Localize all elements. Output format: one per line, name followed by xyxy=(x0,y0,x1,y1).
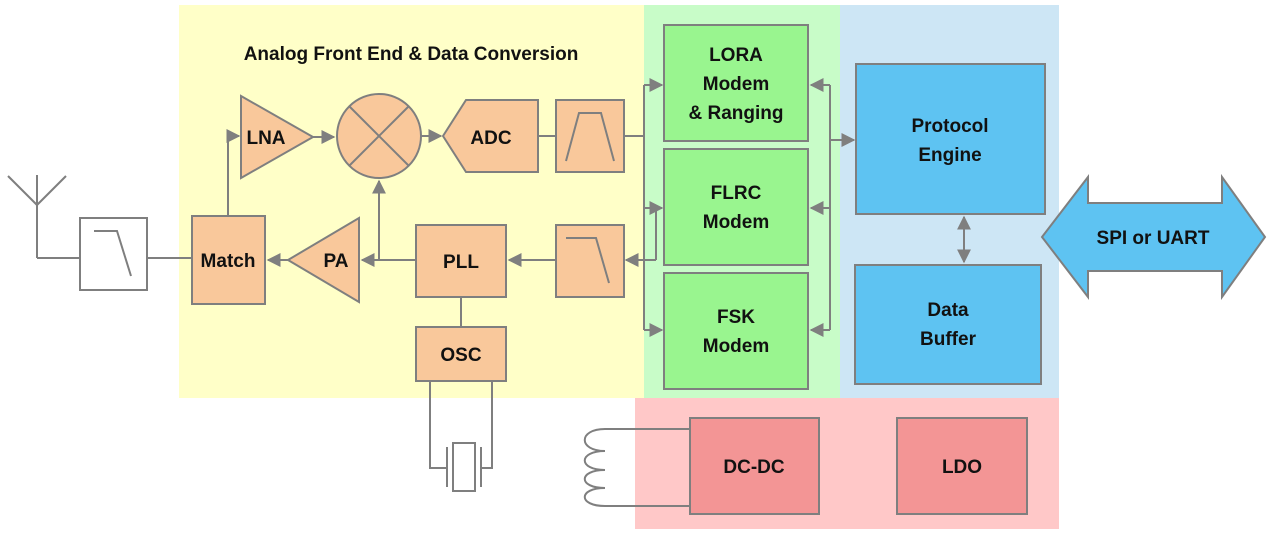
svg-text:Data: Data xyxy=(927,300,969,321)
svg-text:Modem: Modem xyxy=(703,74,770,95)
analog-region-title: Analog Front End & Data Conversion xyxy=(244,44,579,65)
lora-modem-block: LORA Modem & Ranging xyxy=(663,24,809,142)
crystal-icon xyxy=(429,381,493,492)
dcdc-block: DC-DC xyxy=(689,417,820,515)
svg-text:Modem: Modem xyxy=(703,212,770,233)
svg-text:Protocol: Protocol xyxy=(911,116,988,137)
svg-text:FSK: FSK xyxy=(717,307,755,328)
pa-block: PA xyxy=(286,216,360,304)
svg-text:LNA: LNA xyxy=(246,128,285,149)
protocol-engine-block: Protocol Engine xyxy=(855,63,1046,215)
flrc-modem-block: FLRC Modem xyxy=(663,148,809,266)
ldo-block: LDO xyxy=(896,417,1028,515)
mixer-block xyxy=(336,93,422,179)
svg-text:PA: PA xyxy=(324,251,349,272)
svg-text:Match: Match xyxy=(201,251,256,272)
svg-text:PLL: PLL xyxy=(443,252,479,273)
inductor-icon xyxy=(584,428,690,507)
svg-text:& Ranging: & Ranging xyxy=(689,103,784,124)
lna-block: LNA xyxy=(240,94,316,180)
interface-arrow: SPI or UART xyxy=(1040,173,1267,301)
antenna-icon xyxy=(7,175,80,259)
svg-text:LORA: LORA xyxy=(709,45,763,66)
analog-region xyxy=(179,5,646,398)
svg-text:OSC: OSC xyxy=(440,345,481,366)
fsk-modem-block: FSK Modem xyxy=(663,272,809,390)
bandpass-filter xyxy=(555,99,625,173)
pll-block: PLL xyxy=(415,224,507,298)
svg-text:ADC: ADC xyxy=(470,128,511,149)
svg-text:FLRC: FLRC xyxy=(711,183,762,204)
match-block: Match xyxy=(191,215,266,305)
svg-text:Engine: Engine xyxy=(918,145,981,166)
svg-text:SPI or UART: SPI or UART xyxy=(1097,228,1210,249)
svg-text:Buffer: Buffer xyxy=(920,329,977,350)
svg-text:Modem: Modem xyxy=(703,336,770,357)
antenna-filter xyxy=(79,217,148,291)
data-buffer-block: Data Buffer xyxy=(854,264,1042,385)
osc-block: OSC xyxy=(415,326,507,382)
svg-text:LDO: LDO xyxy=(942,457,982,478)
tx-filter xyxy=(555,224,625,298)
svg-text:DC-DC: DC-DC xyxy=(723,457,784,478)
